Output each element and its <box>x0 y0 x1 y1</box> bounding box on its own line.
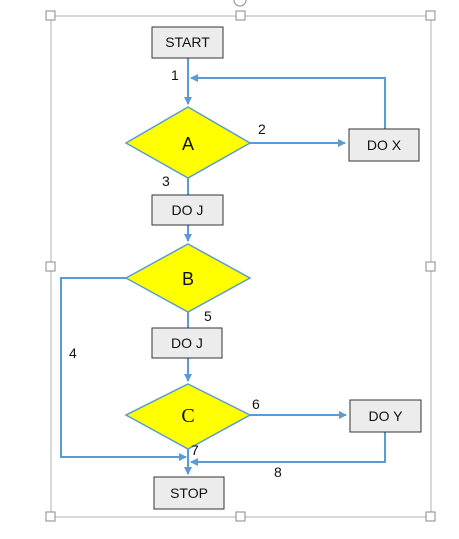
resize-handle-top-left[interactable] <box>45 10 56 21</box>
stop-node[interactable]: STOP <box>153 476 225 510</box>
do-x-label: DO X <box>367 137 402 153</box>
decision-b-label: B <box>182 269 194 289</box>
decision-a[interactable]: A <box>124 106 252 179</box>
edge-label-4: 4 <box>69 345 77 361</box>
edge-label-7: 7 <box>191 442 199 458</box>
resize-handle-bottom-left[interactable] <box>45 511 56 522</box>
do-j-bottom-label: DO J <box>171 335 203 351</box>
resize-handle-top[interactable] <box>235 10 246 21</box>
do-j-top-node[interactable]: DO J <box>151 194 224 226</box>
arrow-b-bypass-path <box>60 277 187 461</box>
do-y-label: DO Y <box>369 408 404 424</box>
resize-handle-right[interactable] <box>425 261 436 272</box>
resize-handle-left[interactable] <box>45 261 56 272</box>
do-j-top-label: DO J <box>172 202 204 218</box>
edge-label-1: 1 <box>171 67 179 83</box>
edge-label-6: 6 <box>252 396 260 412</box>
connectors <box>60 58 386 475</box>
resize-handle-bottom-right[interactable] <box>425 511 436 522</box>
selection-frame[interactable] <box>45 0 436 522</box>
resize-handle-bottom[interactable] <box>235 511 246 522</box>
do-j-bottom-node[interactable]: DO J <box>151 327 223 359</box>
decision-c-label: C <box>181 405 194 427</box>
decision-b[interactable]: B <box>124 243 252 313</box>
decision-a-label: A <box>182 134 194 154</box>
do-y-node[interactable]: DO Y <box>349 399 422 433</box>
edge-labels: 1 2 3 4 5 6 7 8 <box>69 67 282 480</box>
start-node[interactable]: START <box>151 26 224 59</box>
resize-handle-top-right[interactable] <box>425 10 436 21</box>
edge-label-3: 3 <box>162 173 170 189</box>
arrow-do-x-loop-back <box>190 74 386 129</box>
edge-label-5: 5 <box>204 308 212 324</box>
edge-label-2: 2 <box>258 121 266 137</box>
start-label: START <box>165 34 210 50</box>
arrow-do-y-return <box>190 432 386 466</box>
decision-c[interactable]: C <box>124 383 252 450</box>
do-x-node[interactable]: DO X <box>348 128 420 162</box>
edge-label-8: 8 <box>274 464 282 480</box>
stop-label: STOP <box>170 485 208 501</box>
rotate-handle[interactable] <box>233 0 247 7</box>
